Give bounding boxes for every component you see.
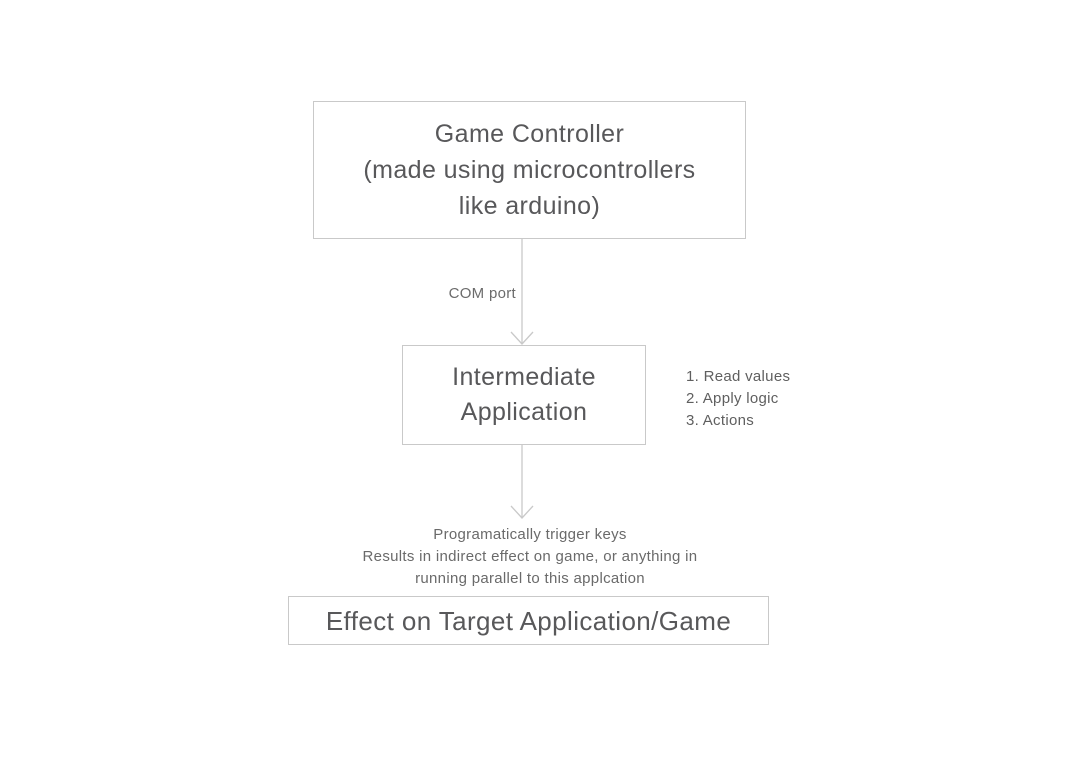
game-controller-line: Game Controller (434, 120, 625, 148)
game-controller-box: Game Controller (made using microcontrol… (313, 101, 746, 239)
steps-list-item: 3. Actions (686, 412, 755, 429)
com-port-arrow (510, 239, 534, 345)
steps-list-item: 1. Read values (686, 368, 791, 385)
game-controller-line: like arduino) (458, 192, 601, 220)
trigger-keys-arrow (510, 445, 534, 519)
intermediate-application-box: Intermediate Application (402, 345, 646, 445)
intermediate-application-line: Intermediate (452, 363, 596, 391)
effect-target-box: Effect on Target Application/Game (288, 596, 769, 645)
trigger-note-line: Results in indirect effect on game, or a… (362, 548, 698, 565)
steps-list: 1. Read values 2. Apply logic 3. Actions (686, 366, 790, 432)
com-port-label: COM port (448, 285, 516, 302)
game-controller-line: (made using microcontrollers (363, 156, 696, 184)
effect-target-label: Effect on Target Application/Game (325, 605, 732, 636)
intermediate-application-line: Application (460, 398, 588, 426)
trigger-note-line: running parallel to this applcation (415, 570, 645, 587)
steps-list-item: 2. Apply logic (686, 390, 779, 407)
trigger-note: Programatically trigger keys Results in … (290, 524, 770, 590)
trigger-note-line: Programatically trigger keys (433, 526, 627, 543)
